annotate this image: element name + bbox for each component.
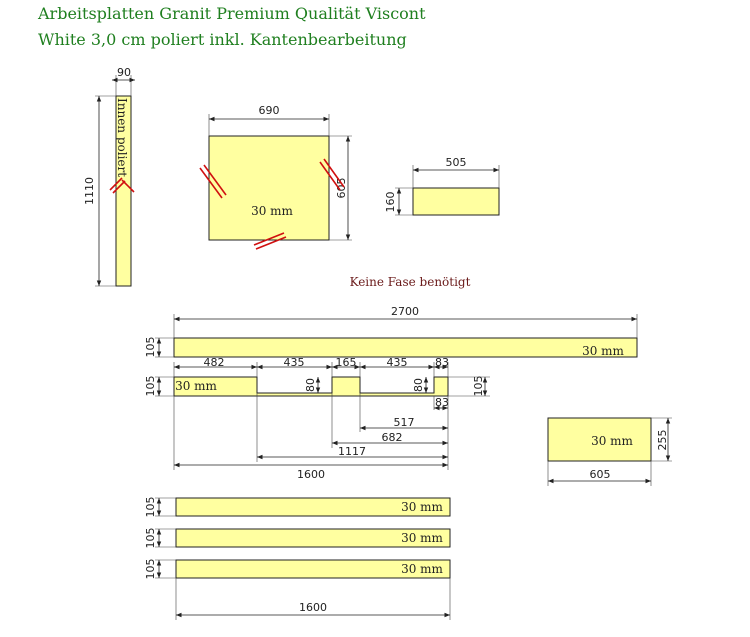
title-line-2: White 3,0 cm poliert inkl. Kantenbearbei… bbox=[38, 30, 407, 49]
label-square-thickness: 30 mm bbox=[251, 204, 293, 218]
label-side-thickness: 30 mm bbox=[591, 434, 633, 448]
dim-tall-height: 1110 bbox=[83, 177, 96, 205]
title-line-1: Arbeitsplatten Granit Premium Qualität V… bbox=[38, 4, 426, 23]
strip-1 bbox=[175, 497, 451, 517]
dim-seg-1: 482 bbox=[204, 356, 225, 369]
panel-square: 690 605 30 mm bbox=[199, 104, 352, 250]
dim-seg-4: 435 bbox=[387, 356, 408, 369]
label-innen-poliert: Innen poliert bbox=[115, 98, 129, 177]
dim-strip-3-height: 105 bbox=[144, 559, 157, 580]
dim-long-width: 2700 bbox=[391, 305, 419, 318]
strip-3 bbox=[175, 559, 451, 579]
dim-notch-1: 80 bbox=[304, 378, 317, 392]
dim-chain-1117: 1117 bbox=[338, 445, 366, 458]
panel-small-shape bbox=[412, 187, 500, 216]
dim-small-width: 505 bbox=[446, 156, 467, 169]
dim-cutout-right-height: 105 bbox=[472, 376, 485, 397]
edge-mark-square-bottom bbox=[253, 232, 287, 250]
panel-strips: 30 mm 30 mm 30 mm 105 105 105 1600 bbox=[144, 497, 451, 620]
edge-mark-square-left bbox=[199, 164, 227, 199]
panel-long-shape bbox=[173, 337, 638, 358]
dim-chain-1600: 1600 bbox=[297, 468, 325, 481]
panel-tall: 90 1110 Innen poliert bbox=[83, 66, 135, 287]
edge-mark-square-right bbox=[319, 158, 345, 191]
panel-side: 255 605 30 mm bbox=[547, 417, 672, 486]
dim-chain-682: 682 bbox=[382, 431, 403, 444]
panel-cutout: 482 435 165 435 83 80 80 105 105 83 30 m… bbox=[144, 356, 490, 481]
dim-side-width: 605 bbox=[590, 468, 611, 481]
dim-strip-2-height: 105 bbox=[144, 528, 157, 549]
strip-2 bbox=[175, 528, 451, 548]
dim-seg-2: 435 bbox=[284, 356, 305, 369]
edge-mark-tall bbox=[109, 177, 135, 194]
dim-seg-5: 83 bbox=[435, 356, 449, 369]
dim-square-width: 690 bbox=[259, 104, 280, 117]
dim-chain-517: 517 bbox=[394, 416, 415, 429]
label-cutout-thickness: 30 mm bbox=[175, 379, 217, 393]
panel-small: 505 160 bbox=[384, 156, 500, 216]
dim-small-height: 160 bbox=[384, 192, 397, 213]
label-strip-1-thickness: 30 mm bbox=[401, 500, 443, 514]
dim-strips-width: 1600 bbox=[299, 601, 327, 614]
dim-square-height: 605 bbox=[335, 178, 348, 199]
dim-notch-2: 80 bbox=[412, 378, 425, 392]
dim-tall-width: 90 bbox=[117, 66, 131, 79]
dim-seg-3: 165 bbox=[336, 356, 357, 369]
panel-side-shape bbox=[547, 417, 652, 462]
panel-square-shape bbox=[208, 135, 330, 241]
note-keine-fase: Keine Fase benötigt bbox=[350, 275, 471, 289]
dim-strip-1-height: 105 bbox=[144, 497, 157, 518]
dim-cutout-height: 105 bbox=[144, 376, 157, 397]
dim-cutout-right-small: 83 bbox=[435, 396, 449, 409]
panel-long: 2700 105 30 mm bbox=[144, 305, 638, 358]
label-long-thickness: 30 mm bbox=[582, 344, 624, 358]
dim-side-height: 255 bbox=[656, 430, 669, 451]
label-strip-3-thickness: 30 mm bbox=[401, 562, 443, 576]
dim-long-height: 105 bbox=[144, 337, 157, 358]
label-strip-2-thickness: 30 mm bbox=[401, 531, 443, 545]
